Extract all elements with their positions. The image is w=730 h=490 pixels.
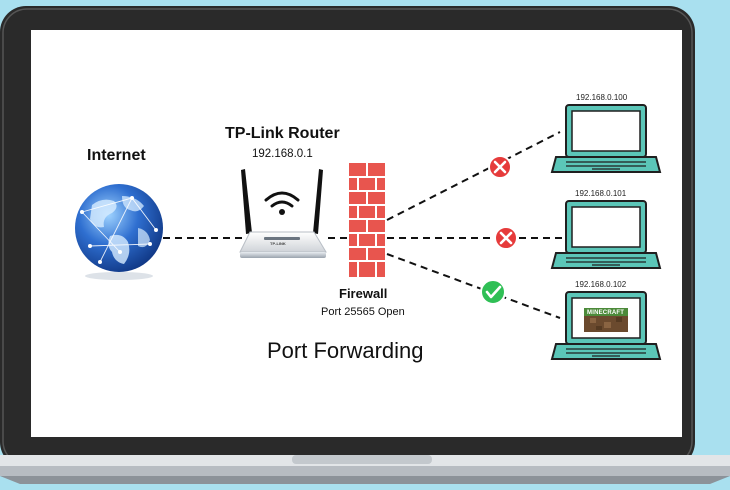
- router-icon: [239, 169, 327, 258]
- router-brand: TP-LINK: [270, 241, 286, 246]
- diagram-title: Port Forwarding: [267, 338, 424, 363]
- firewall-port: Port 25565 Open: [321, 306, 405, 318]
- firewall-icon: [349, 163, 385, 277]
- globe-icon: [75, 184, 163, 280]
- game-logo-label: MINECRAFT: [587, 310, 625, 316]
- laptop-notch: [292, 455, 432, 464]
- computer-ip-2: 192.168.0.101: [575, 189, 627, 198]
- link-firewall-pc3: [386, 253, 561, 319]
- computer-ip-3: 192.168.0.102: [575, 280, 627, 289]
- router-title: TP-Link Router: [225, 125, 340, 142]
- laptop-icon: [550, 104, 662, 173]
- minecraft-logo-icon: [584, 308, 628, 332]
- x-mark-icon: [488, 155, 512, 179]
- connections: [163, 131, 562, 319]
- firewall-title: Firewall: [339, 286, 388, 301]
- link-firewall-pc1: [386, 131, 561, 221]
- laptop-icon: [550, 291, 662, 360]
- computer-ip-1: 192.168.0.100: [576, 93, 628, 102]
- internet-label: Internet: [87, 147, 146, 164]
- x-mark-icon: [494, 226, 518, 250]
- router-ip: 192.168.0.1: [252, 148, 313, 160]
- laptop-icon: [550, 200, 662, 269]
- check-mark-icon: [480, 279, 506, 305]
